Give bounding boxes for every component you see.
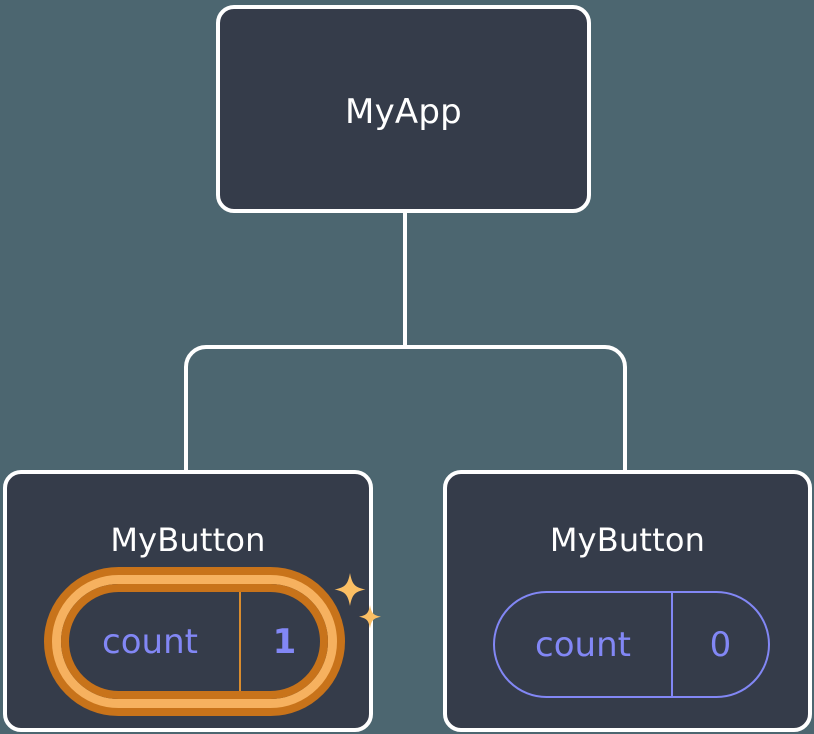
state-pill-divider-1: [239, 584, 241, 699]
state-key-label-2: count: [535, 624, 631, 665]
edge-bus-right: [405, 345, 627, 470]
node-title-mybutton-1: MyButton: [110, 521, 266, 559]
state-value-label-2: 0: [709, 624, 732, 665]
tree-node-mybutton-1[interactable]: MyButton count 1: [3, 470, 381, 732]
tree-node-root[interactable]: MyApp: [216, 5, 591, 213]
state-pill-plain[interactable]: count 0: [493, 591, 770, 698]
state-pill-divider-2: [671, 593, 673, 696]
tree-node-mybutton-2[interactable]: MyButton count 0: [443, 470, 812, 732]
state-key-label-1: count: [102, 621, 198, 662]
state-value-label-1: 1: [272, 621, 297, 662]
state-pill-container-2: count 0: [493, 591, 770, 698]
edge-bus-left: [184, 345, 405, 470]
node-title-mybutton-2: MyButton: [549, 521, 706, 559]
node-title-myapp: MyApp: [345, 92, 462, 132]
state-pill-container-1: count 1: [46, 571, 381, 713]
state-pill-highlighted[interactable]: count 1: [52, 575, 337, 708]
